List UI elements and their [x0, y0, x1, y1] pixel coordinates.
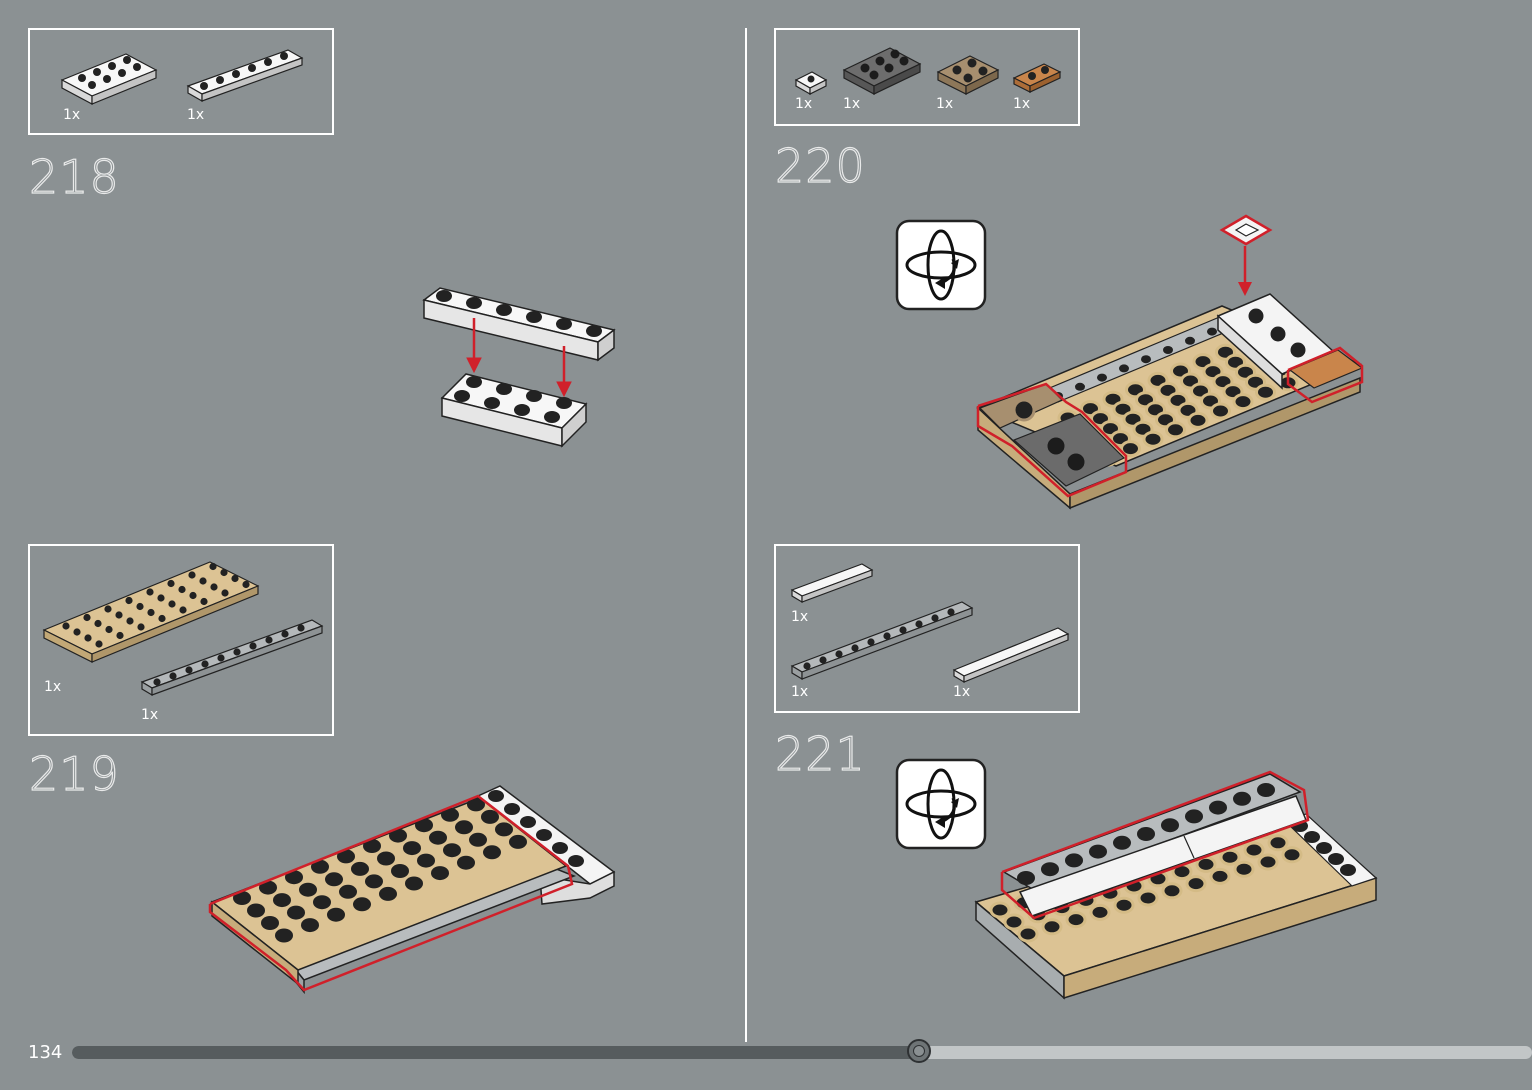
white-tile-1x4-icon — [792, 564, 872, 602]
parts-box-step-221: 1x 1x 1x — [774, 544, 1080, 713]
part-quantity: 1x — [63, 108, 80, 122]
part-quantity: 1x — [791, 685, 808, 699]
progress-knob — [907, 1039, 931, 1063]
part-quantity: 1x — [791, 610, 808, 624]
white-tile-1x6-icon — [954, 628, 1068, 682]
dark-gray-plate-2x3-icon — [844, 48, 920, 94]
step-number: 220 — [775, 143, 866, 189]
rotate-model-icon — [895, 219, 987, 311]
step-number: 219 — [29, 751, 120, 797]
part-quantity: 1x — [795, 97, 812, 111]
progress-fill — [72, 1046, 919, 1059]
step-220-assembly-illustration — [978, 216, 1362, 508]
progress-bar — [72, 1046, 1532, 1059]
white-plate-2x4-icon — [62, 54, 156, 104]
parts-illustration — [776, 546, 1082, 715]
step-number: 218 — [29, 154, 120, 200]
part-quantity: 1x — [953, 685, 970, 699]
rotate-model-icon — [895, 758, 987, 850]
part-quantity: 1x — [1013, 97, 1030, 111]
white-plate-1x6-upper — [424, 288, 614, 360]
parts-illustration — [776, 30, 1082, 128]
red-arrow — [467, 318, 571, 396]
page-number: 134 — [28, 1043, 62, 1063]
part-quantity: 1x — [187, 108, 204, 122]
parts-box-step-218: 1x 1x — [28, 28, 334, 135]
part-quantity: 1x — [141, 708, 158, 722]
light-gray-plate-1x10-icon — [792, 602, 972, 679]
step-219-assembly-illustration — [210, 786, 614, 992]
parts-illustration — [30, 546, 336, 738]
parts-box-step-219: 1x 1x — [28, 544, 334, 736]
white-plate-1x6-icon — [188, 50, 302, 101]
dark-tan-plate-2x2-icon — [938, 56, 998, 94]
parts-box-step-220: 1x 1x 1x 1x — [774, 28, 1080, 126]
part-quantity: 1x — [44, 680, 61, 694]
orange-plate-1x2-icon — [1014, 64, 1060, 92]
step-221-assembly-illustration — [976, 772, 1376, 998]
step-218-assembly-illustration — [424, 288, 614, 446]
part-quantity: 1x — [936, 97, 953, 111]
part-quantity: 1x — [843, 97, 860, 111]
step-number: 221 — [775, 731, 866, 777]
page-divider — [745, 28, 747, 1042]
light-gray-plate-1x10-icon — [142, 620, 322, 695]
tan-plate-4x8-icon — [44, 562, 258, 662]
white-plate-2x4-lower — [442, 374, 586, 446]
white-tile-1x1-icon — [796, 72, 826, 94]
